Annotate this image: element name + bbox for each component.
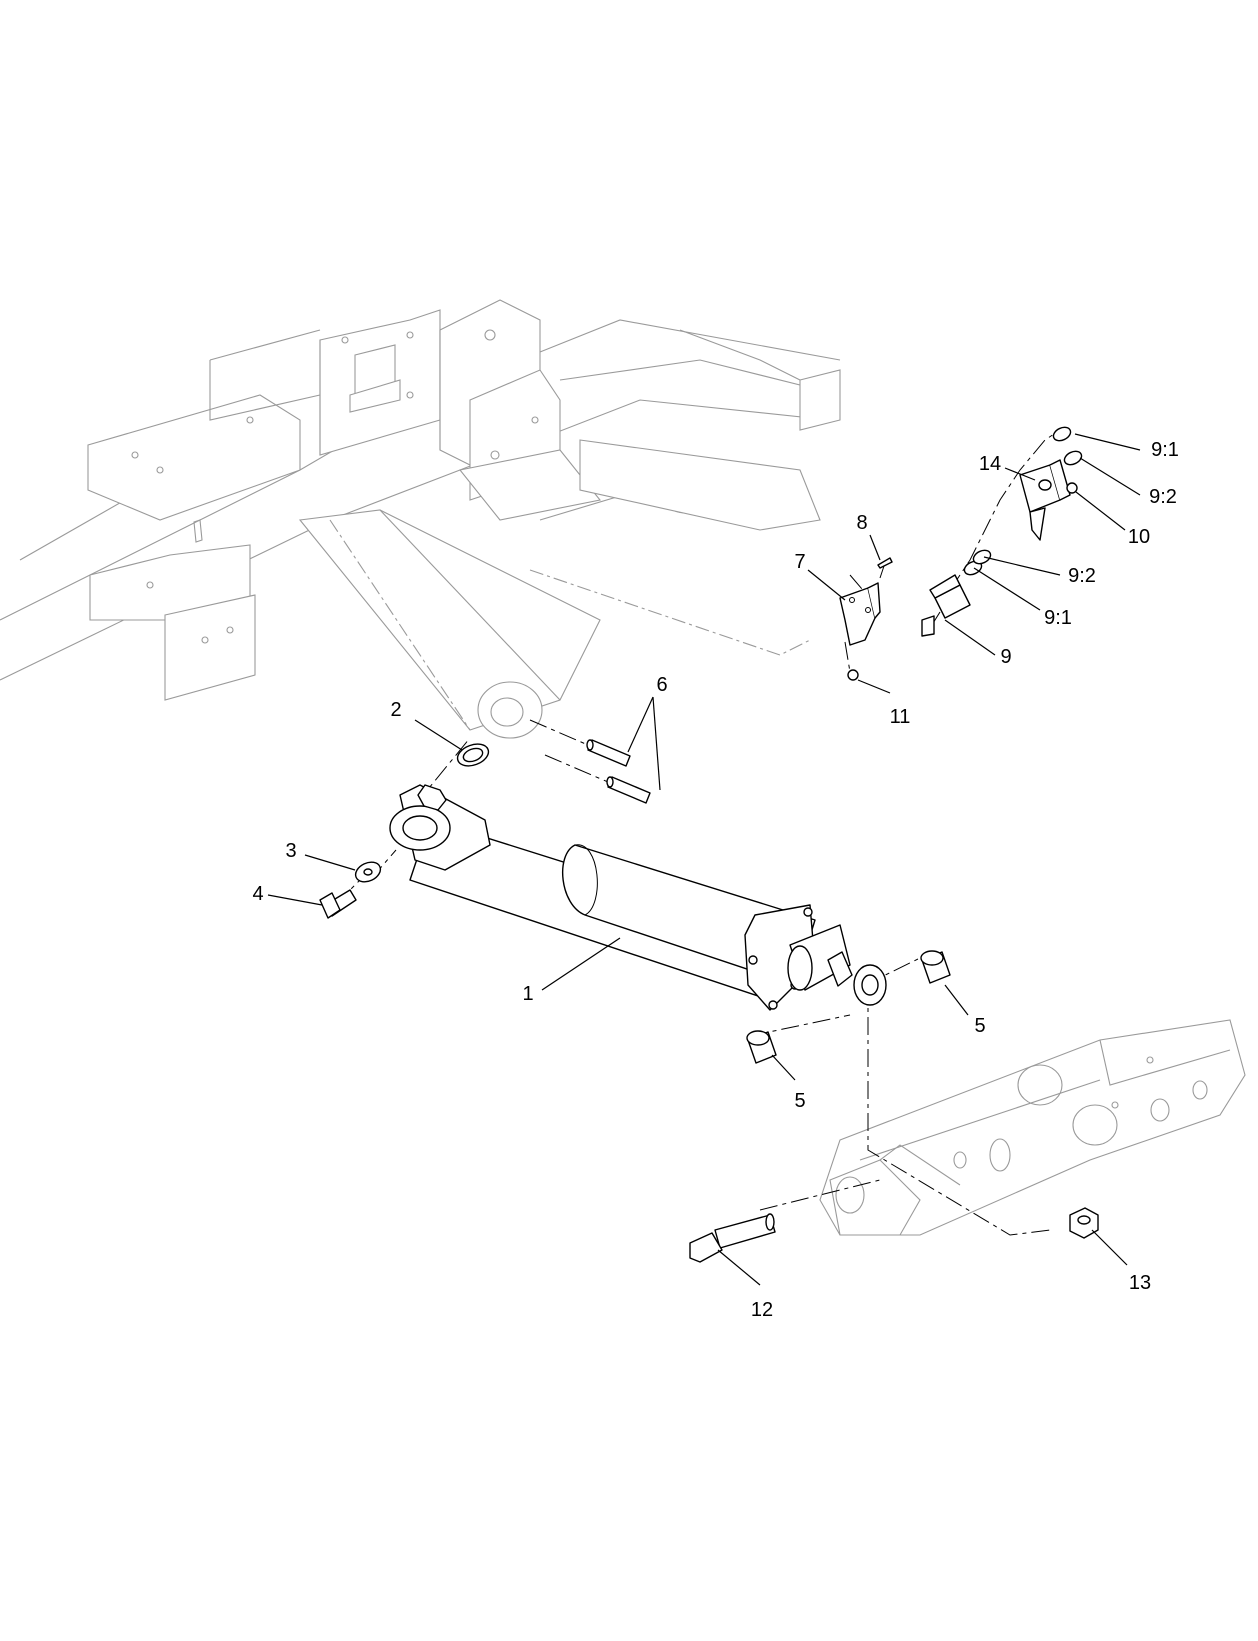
callout-2: 2 — [390, 699, 401, 721]
callout-9-2-lower: 9:2 — [1068, 565, 1096, 587]
proximity-sensor — [921, 574, 971, 637]
pins — [586, 739, 651, 804]
callout-12: 12 — [751, 1299, 773, 1321]
callout-14: 14 — [979, 453, 1001, 475]
callout-10: 10 — [1128, 526, 1150, 548]
switch-bracket — [839, 582, 881, 646]
leader-lines — [267, 433, 1141, 1286]
hydraulic-cylinder — [389, 784, 887, 1011]
callout-9-2-upper: 9:2 — [1149, 486, 1177, 508]
callout-1: 1 — [522, 983, 533, 1005]
callout-8: 8 — [856, 512, 867, 534]
sensor-washers-upper — [1052, 426, 1083, 466]
sensor-washers-lower — [963, 549, 992, 576]
callout-7: 7 — [794, 551, 805, 573]
bolt-large — [689, 1213, 776, 1263]
callout-9: 9 — [1000, 646, 1011, 668]
callout-11: 11 — [890, 706, 911, 728]
callout-9-1-upper: 9:1 — [1151, 439, 1179, 461]
callout-5-lower: 5 — [794, 1090, 805, 1112]
callout-5-upper: 5 — [974, 1015, 985, 1037]
spacer-lower — [746, 1030, 777, 1064]
machine-frame-ghost — [0, 299, 841, 739]
callout-3: 3 — [285, 840, 296, 862]
callout-9-1-lower: 9:1 — [1044, 607, 1072, 629]
small-nut — [847, 669, 859, 681]
lower-frame-ghost — [819, 1019, 1246, 1236]
spacer-upper — [920, 950, 951, 984]
bolt-small — [319, 889, 357, 919]
callout-4: 4 — [252, 883, 263, 905]
washer — [354, 861, 382, 883]
screw — [877, 557, 893, 579]
bracket-pin — [1066, 482, 1078, 494]
callout-labels: 1 2 3 4 5 5 6 7 8 9 9:1 9:2 9:2 9:1 10 1… — [252, 439, 1178, 1321]
nut — [1069, 1207, 1099, 1239]
callout-13: 13 — [1129, 1272, 1151, 1294]
seal-ring — [456, 743, 490, 767]
sensor-bracket — [1019, 459, 1071, 541]
callout-6: 6 — [656, 674, 667, 696]
